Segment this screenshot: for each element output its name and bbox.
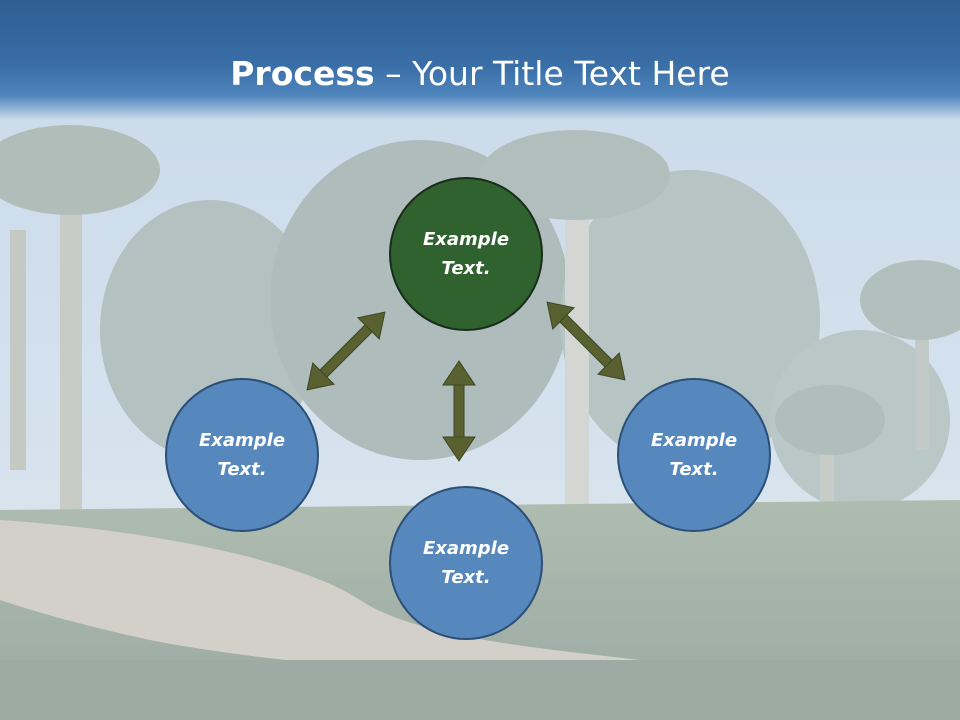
arrow-bottom <box>442 360 476 462</box>
node-label: Example Text. <box>650 430 738 480</box>
node-label: Example Text. <box>198 430 286 480</box>
process-node-right[interactable]: Example Text. <box>617 378 771 532</box>
node-label: Example Text. <box>422 538 510 588</box>
title-banner <box>0 0 960 120</box>
process-node-center[interactable]: Example Text. <box>389 177 543 331</box>
process-node-left[interactable]: Example Text. <box>165 378 319 532</box>
process-node-bottom[interactable]: Example Text. <box>389 486 543 640</box>
slide-title: Process – Your Title Text Here <box>0 52 960 96</box>
node-label: Example Text. <box>422 229 510 279</box>
arrow-right <box>546 301 626 381</box>
arrow-left <box>306 311 386 391</box>
title-bold: Process <box>230 54 375 93</box>
title-rest: – Your Title Text Here <box>374 54 730 93</box>
